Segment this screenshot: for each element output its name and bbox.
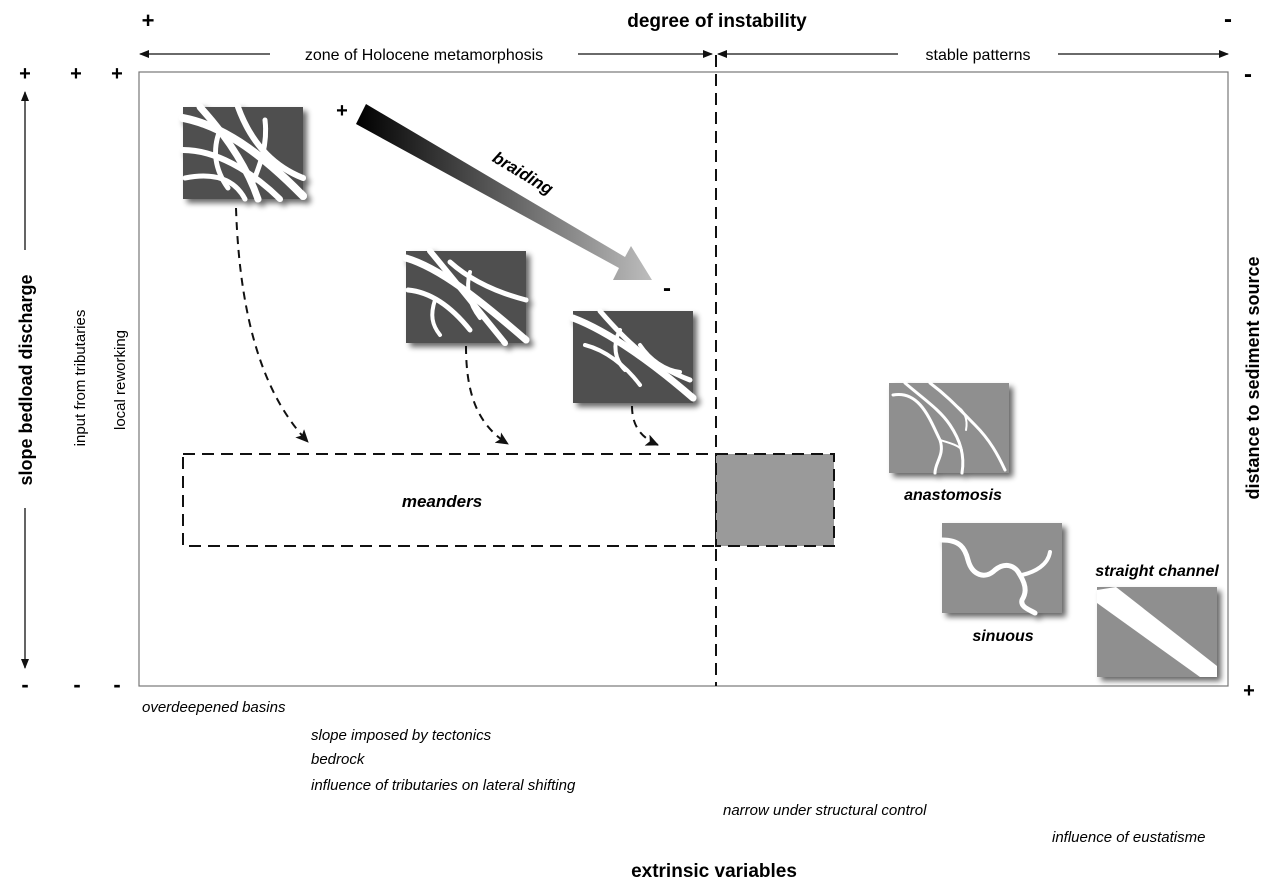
left-plus-2: + — [70, 63, 82, 85]
stable-gray-box — [715, 453, 835, 547]
left-plus-1: + — [19, 63, 31, 85]
curve-arrow-3 — [631, 405, 659, 446]
right-minus: - — [1244, 61, 1252, 88]
note-tectonics: slope imposed by tectonics — [311, 727, 492, 744]
braiding-minus: - — [663, 275, 671, 302]
zone-label: zone of Holocene metamorphosis — [305, 47, 543, 64]
note-eustatisme: influence of eustatisme — [1052, 829, 1205, 846]
braided-thumbnail-1 — [179, 103, 307, 203]
stable-label: stable patterns — [926, 47, 1031, 64]
note-tributaries-lateral: influence of tributaries on lateral shif… — [311, 777, 576, 794]
left-minus-1: - — [21, 672, 28, 697]
slope-axis-label: slope bedload discharge — [16, 274, 36, 485]
top-plus: + — [142, 8, 155, 33]
left-minus-2: - — [73, 672, 80, 697]
note-overdeepened: overdeepened basins — [142, 699, 286, 716]
braided-thumbnail-3 — [569, 308, 697, 403]
sinuous-label: sinuous — [972, 628, 1033, 645]
anastomosis-label: anastomosis — [904, 487, 1002, 504]
braiding-arrow — [356, 104, 652, 280]
anastomosis-thumbnail — [889, 381, 1009, 475]
meanders-label: meanders — [402, 492, 482, 511]
braided-thumbnail-2 — [402, 248, 530, 346]
top-minus: - — [1224, 6, 1232, 33]
right-plus: + — [1243, 680, 1255, 702]
left-plus-3: + — [111, 63, 123, 85]
bottom-axis-title: extrinsic variables — [631, 861, 797, 882]
left-minus-3: - — [113, 672, 120, 697]
note-structural: narrow under structural control — [723, 802, 927, 819]
sediment-axis-label: distance to sediment source — [1243, 256, 1263, 499]
main-frame — [138, 71, 1229, 687]
note-bedrock: bedrock — [311, 751, 366, 768]
top-title: degree of instability — [627, 11, 807, 32]
straight-channel-thumbnail — [1097, 587, 1217, 677]
curve-arrow-2 — [465, 345, 509, 445]
curve-arrow-1 — [235, 207, 309, 443]
reworking-axis-label: local reworking — [112, 330, 129, 430]
braiding-plus: + — [336, 100, 348, 122]
straight-channel-label: straight channel — [1095, 563, 1219, 580]
sinuous-thumbnail — [939, 523, 1062, 616]
tributaries-axis-label: input from tributaries — [72, 310, 89, 447]
